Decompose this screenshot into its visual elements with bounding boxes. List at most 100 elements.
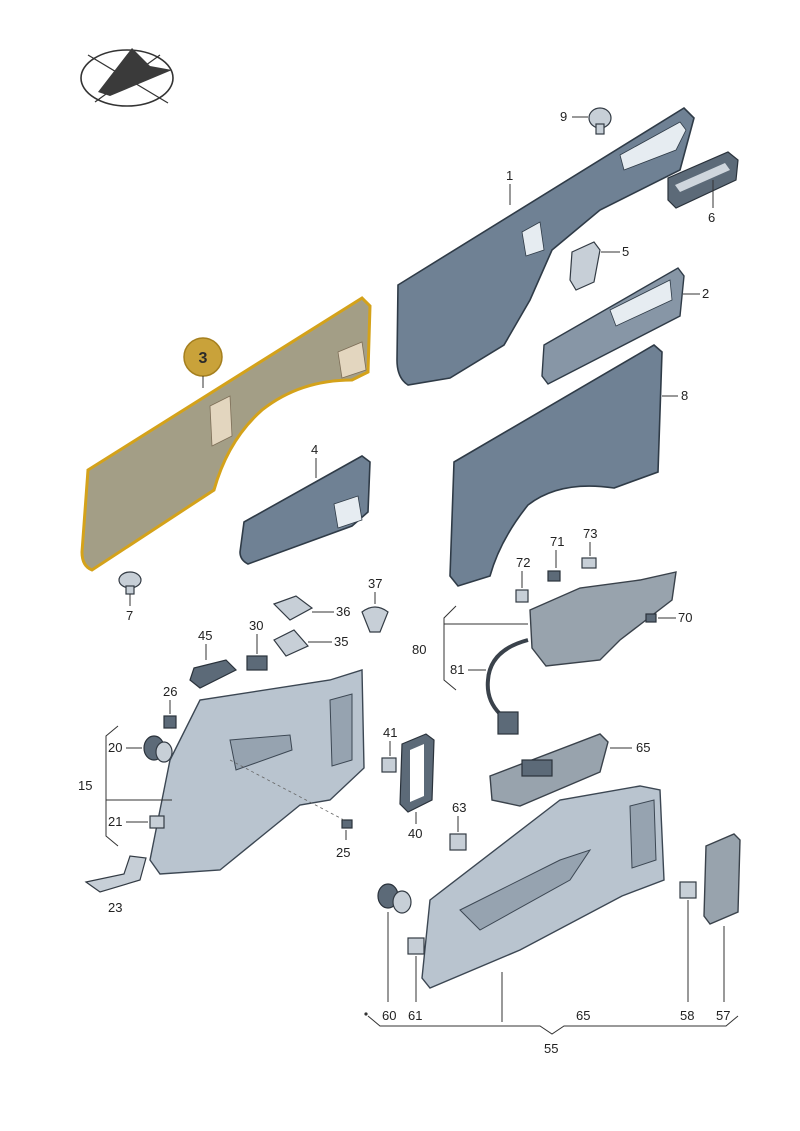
callout-60: 60 xyxy=(382,912,396,1023)
callout-25: 25 xyxy=(229,759,350,860)
part-57-cover[interactable] xyxy=(703,833,741,925)
callout-63: 63 xyxy=(452,800,466,832)
callout-70: 70 xyxy=(658,610,692,625)
part-36-cover[interactable] xyxy=(272,595,314,621)
svg-text:8: 8 xyxy=(681,388,688,403)
bracket-55: 55 xyxy=(364,1012,739,1056)
svg-text:23: 23 xyxy=(108,900,122,915)
svg-text:65: 65 xyxy=(576,1008,590,1023)
svg-text:26: 26 xyxy=(163,684,177,699)
part-7-clip[interactable] xyxy=(118,571,142,595)
svg-text:73: 73 xyxy=(583,526,597,541)
part-2-strip[interactable] xyxy=(541,267,685,385)
svg-text:20: 20 xyxy=(108,740,122,755)
callout-5: 5 xyxy=(601,244,629,259)
part-73-clip[interactable] xyxy=(581,557,597,569)
callout-8: 8 xyxy=(662,388,688,403)
part-5-cover[interactable] xyxy=(569,241,601,291)
part-8-panel[interactable] xyxy=(449,344,663,587)
callout-41: 41 xyxy=(383,725,397,756)
part-58-clip[interactable] xyxy=(679,881,697,899)
callout-20: 20 xyxy=(108,740,142,755)
part-71-clip[interactable] xyxy=(547,570,561,582)
callout-30: 30 xyxy=(249,618,263,654)
part-61-clip[interactable] xyxy=(407,937,425,955)
callout-4: 4 xyxy=(311,442,318,478)
callout-21: 21 xyxy=(108,814,148,829)
svg-text:63: 63 xyxy=(452,800,466,815)
callout-45: 45 xyxy=(198,628,212,660)
part-3-panel[interactable] xyxy=(80,296,372,572)
svg-text:6: 6 xyxy=(708,210,715,225)
svg-text:25: 25 xyxy=(336,845,350,860)
svg-text:3: 3 xyxy=(199,350,208,367)
callout-26: 26 xyxy=(163,684,177,714)
callout-1: 1 xyxy=(506,168,513,205)
svg-text:21: 21 xyxy=(108,814,122,829)
callout-23: 23 xyxy=(108,900,122,915)
part-6-vent[interactable] xyxy=(667,151,739,209)
part-65-tray[interactable] xyxy=(489,733,609,807)
svg-text:1: 1 xyxy=(506,168,513,183)
svg-text:80: 80 xyxy=(412,642,426,657)
plane-in-ellipse-icon xyxy=(80,48,174,107)
svg-text:15: 15 xyxy=(78,778,92,793)
highlight-badge: 3 xyxy=(183,337,223,388)
svg-text:58: 58 xyxy=(680,1008,694,1023)
callout-9: 9 xyxy=(560,109,588,124)
part-1-panel[interactable] xyxy=(396,106,695,386)
callout-65-upper: 65 xyxy=(610,740,650,755)
svg-text:9: 9 xyxy=(560,109,567,124)
part-41-clip[interactable] xyxy=(381,757,397,773)
svg-text:36: 36 xyxy=(336,604,350,619)
svg-text:81: 81 xyxy=(450,662,464,677)
part-55-right-trim[interactable] xyxy=(421,785,665,989)
part-72-clip[interactable] xyxy=(515,589,529,603)
part-45-mat[interactable] xyxy=(189,659,238,689)
svg-text:55: 55 xyxy=(544,1041,558,1056)
part-21-clip[interactable] xyxy=(149,815,165,829)
callout-61: 61 xyxy=(408,956,422,1023)
part-25-screw[interactable] xyxy=(341,819,353,829)
svg-text:4: 4 xyxy=(311,442,318,457)
callout-35: 35 xyxy=(308,634,348,649)
bracket-80: 80 xyxy=(412,605,528,691)
svg-text:37: 37 xyxy=(368,576,382,591)
part-15-left-trim[interactable] xyxy=(149,669,365,875)
callout-72: 72 xyxy=(516,555,530,588)
part-60-fastener[interactable] xyxy=(377,883,412,914)
part-81-cable[interactable] xyxy=(485,638,529,735)
svg-text:60: 60 xyxy=(382,1008,396,1023)
part-20-fastener[interactable] xyxy=(143,735,173,763)
svg-text:2: 2 xyxy=(702,286,709,301)
svg-text:41: 41 xyxy=(383,725,397,740)
svg-text:30: 30 xyxy=(249,618,263,633)
svg-text:57: 57 xyxy=(716,1008,730,1023)
svg-text:71: 71 xyxy=(550,534,564,549)
part-30-clip[interactable] xyxy=(246,655,268,671)
part-35-cover[interactable] xyxy=(273,629,309,657)
callout-65-lower: 65 xyxy=(501,972,590,1023)
callout-81: 81 xyxy=(450,662,486,677)
svg-text:40: 40 xyxy=(408,826,422,841)
callout-71: 71 xyxy=(550,534,564,568)
svg-text:72: 72 xyxy=(516,555,530,570)
callout-7: 7 xyxy=(126,594,133,623)
callout-73: 73 xyxy=(583,526,597,556)
part-26-clip[interactable] xyxy=(163,715,177,729)
part-9-clip[interactable] xyxy=(588,107,612,135)
part-4-panel[interactable] xyxy=(239,455,371,565)
part-63-clip[interactable] xyxy=(449,833,467,851)
svg-text:61: 61 xyxy=(408,1008,422,1023)
part-23-bracket[interactable] xyxy=(84,855,147,893)
part-70-screw[interactable] xyxy=(645,613,657,623)
callout-57: 57 xyxy=(716,926,730,1023)
bracket-15: 15 xyxy=(78,725,172,847)
svg-text:5: 5 xyxy=(622,244,629,259)
svg-text:45: 45 xyxy=(198,628,212,643)
part-37-cap[interactable] xyxy=(361,606,389,633)
callout-36: 36 xyxy=(312,604,350,619)
svg-text:35: 35 xyxy=(334,634,348,649)
part-40-frame[interactable] xyxy=(399,733,435,813)
svg-text:70: 70 xyxy=(678,610,692,625)
